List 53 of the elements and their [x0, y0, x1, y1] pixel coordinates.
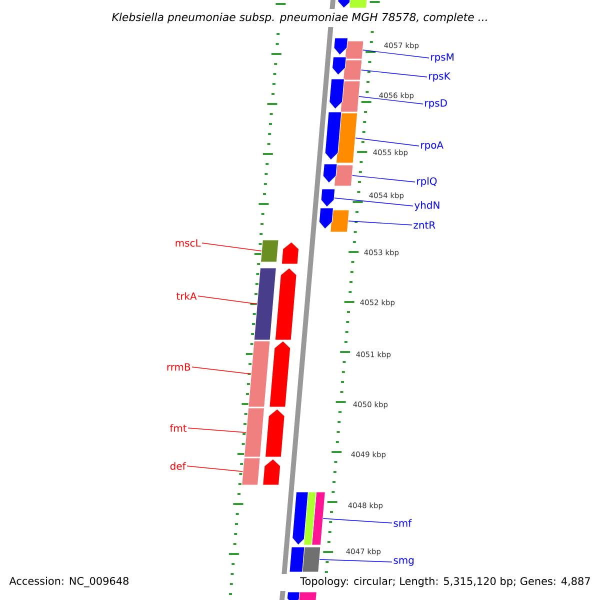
leader-line — [362, 50, 430, 58]
leader-line — [188, 428, 246, 433]
leader-line — [358, 96, 424, 104]
gene-feature — [318, 208, 334, 230]
gene-feature — [269, 340, 291, 408]
gene-feature — [262, 458, 281, 486]
gene-label: fmt — [170, 424, 187, 432]
gene-label: rpsK — [429, 72, 451, 82]
gene-label: def — [170, 462, 186, 470]
gene-feature — [336, 112, 358, 164]
leader-line — [192, 366, 252, 374]
accession-text: Accession: NC_009648 — [9, 576, 128, 588]
gene-feature — [344, 40, 364, 60]
gene-feature — [320, 188, 336, 208]
gene-label: zntR — [414, 221, 436, 229]
gene-feature — [281, 242, 300, 264]
gene-feature — [264, 408, 285, 458]
gene-feature — [334, 164, 354, 186]
gene-label: rplQ — [417, 177, 437, 187]
gene-label: trkA — [176, 292, 197, 300]
gene-label: rpsD — [425, 99, 447, 109]
gene-feature — [289, 546, 305, 572]
gene-feature — [322, 164, 338, 184]
gene-feature — [274, 268, 297, 340]
gene-feature — [324, 112, 342, 160]
gene-label: rpoA — [421, 141, 444, 151]
gene-feature — [248, 340, 270, 408]
gene-feature — [298, 592, 318, 600]
gene-label: rrmB — [167, 363, 190, 371]
gene-label: smf — [394, 519, 412, 527]
summary-text: Topology: circular; Length: 5,315,120 bp; Genes: 4,887 — [299, 576, 592, 588]
leader-line — [186, 466, 244, 472]
leader-line — [319, 559, 392, 562]
gene-feature — [311, 492, 326, 546]
gene-label: yhdN — [414, 201, 440, 211]
leader-line — [198, 296, 258, 304]
leader-line — [348, 220, 412, 226]
leader-line — [202, 242, 262, 252]
leader-line — [352, 175, 416, 182]
gene-feature — [254, 268, 277, 340]
gene-feature — [260, 240, 279, 262]
leader-line — [360, 70, 428, 78]
gene-feature — [329, 78, 345, 110]
gene-feature — [286, 592, 302, 600]
gene-feature — [342, 60, 362, 80]
title: Klebsiella pneumoniae subsp. pneumoniae MGH 78578, complete ... — [110, 11, 490, 25]
gene-feature — [303, 492, 317, 546]
gene-label: rpsM — [431, 53, 454, 63]
gene-feature — [334, 38, 348, 56]
gene-feature — [332, 56, 347, 76]
gene-label: smg — [394, 558, 414, 566]
gene-label: mscL — [176, 239, 201, 247]
leader-line — [334, 198, 414, 206]
